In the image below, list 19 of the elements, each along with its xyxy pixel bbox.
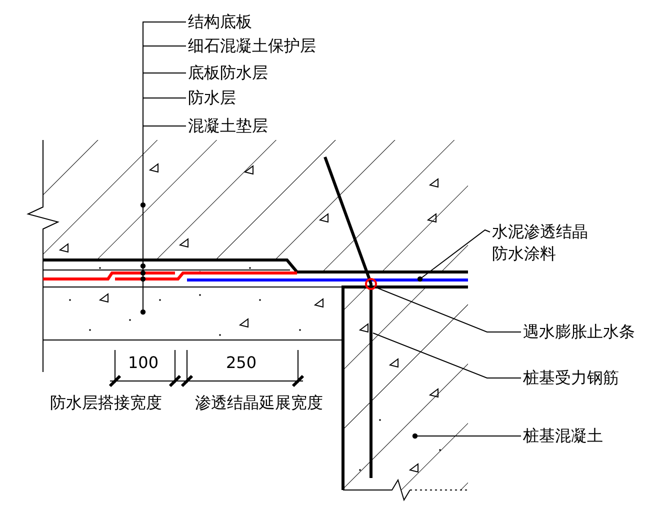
dimension-value: 100: [128, 352, 159, 374]
callout-label: 水泥渗透结晶防水涂料: [492, 221, 592, 265]
leader-line: [140, 22, 186, 208]
leader-line: [140, 126, 186, 315]
leader-line: [374, 286, 522, 332]
callout-label: 遇水膨胀止水条: [523, 321, 635, 343]
leader-line: [417, 229, 490, 282]
leader-line: [412, 433, 522, 439]
callout-label: 混凝土垫层: [188, 115, 268, 137]
dimension-value: 250: [226, 352, 257, 374]
callout-label: 结构底板: [188, 11, 252, 33]
callout-label: 细石混凝土保护层: [188, 35, 316, 57]
callout-label: 防水层: [188, 87, 236, 109]
callout-label: 桩基混凝土: [523, 425, 603, 447]
callout-label: 底板防水层: [188, 62, 268, 84]
callout-label: 桩基受力钢筋: [523, 367, 619, 389]
dimension-label: 渗透结晶延展宽度: [195, 392, 323, 414]
dimension-label: 防水层搭接宽度: [50, 392, 162, 414]
leader-line: [372, 332, 522, 378]
